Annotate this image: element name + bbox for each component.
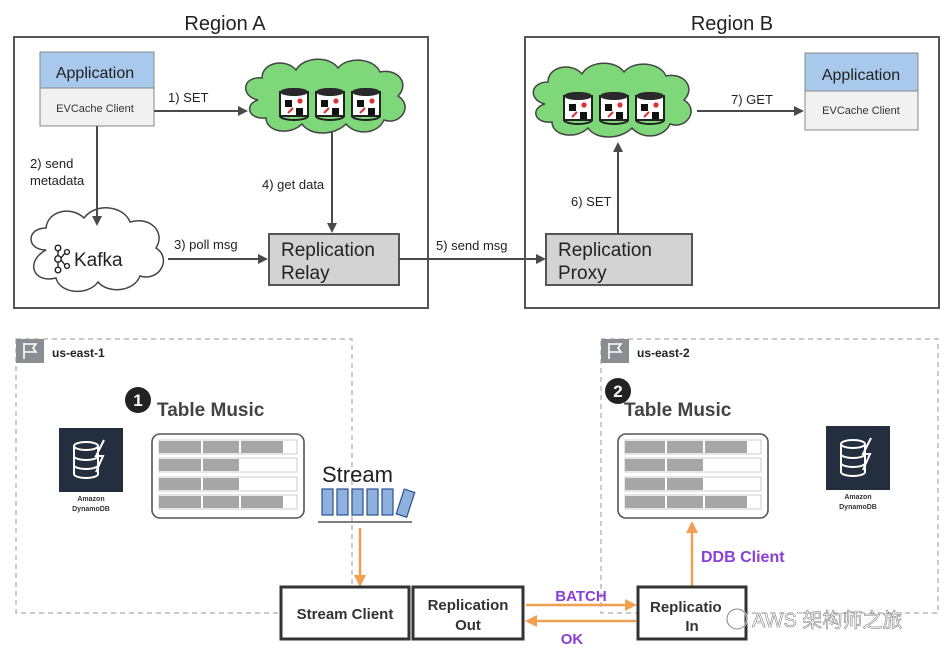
stream-client-label: Stream Client xyxy=(297,606,394,623)
table-music-title-right: Table Music xyxy=(624,400,732,421)
batch-label: BATCH xyxy=(555,588,606,605)
region-us-east-2-label: us-east-2 xyxy=(637,346,690,360)
evcache-client-b: EVCache Client xyxy=(822,105,900,117)
dynamodb-icon-left xyxy=(59,428,123,492)
evcache-cloud-b xyxy=(532,62,692,138)
table-music-card-left xyxy=(151,433,305,519)
step-2-number: 2 xyxy=(613,382,622,401)
kafka-icon xyxy=(54,244,71,274)
region-b-frame xyxy=(524,36,940,309)
edge-send-metadata-label-2: metadata xyxy=(30,173,85,188)
application-title-b: Application xyxy=(822,67,900,84)
edge-send-msg-label: 5) send msg xyxy=(436,238,508,253)
region-us-east-1-label: us-east-1 xyxy=(52,346,105,360)
replication-relay: Replication Relay xyxy=(268,233,400,286)
dynamodb-label-left-2: DynamoDB xyxy=(72,506,110,513)
evcache-client-a: EVCache Client xyxy=(56,103,134,115)
evcache-cloud-a xyxy=(245,58,406,134)
step-1-number: 1 xyxy=(133,391,142,410)
bottom-right-region: us-east-2 2 Table Music Amazon DynamoDB … xyxy=(600,338,939,614)
dynamodb-icon-right xyxy=(826,426,890,490)
region-b-title: Region B xyxy=(691,13,773,35)
replication-relay-line2: Relay xyxy=(281,263,330,284)
edge-set-b-label: 6) SET xyxy=(571,194,612,209)
replication-in-line1: Replicatio xyxy=(650,599,722,616)
region-a-frame xyxy=(13,36,429,309)
edge-poll-msg-label: 3) poll msg xyxy=(174,237,238,252)
ok-label: OK xyxy=(561,631,584,648)
kafka-cloud: Kafka xyxy=(30,207,165,292)
replication-proxy: Replication Proxy xyxy=(545,233,693,286)
bottom-left-region: us-east-1 1 Table Music Amazon DynamoDB … xyxy=(15,338,416,614)
stream-label: Stream xyxy=(322,462,393,487)
flag-glyph-right xyxy=(608,343,623,359)
watermark: AWS 架构师之旅 xyxy=(726,608,903,632)
replication-out-line1: Replication xyxy=(428,597,509,614)
dynamodb-label-right-1: Amazon xyxy=(844,494,871,501)
stream-icon xyxy=(318,488,416,523)
application-box-b: Application EVCache Client xyxy=(804,52,919,131)
application-box-a: Application EVCache Client xyxy=(39,51,155,127)
dynamodb-label-left-1: Amazon xyxy=(77,496,104,503)
stream-client-box: Stream Client xyxy=(279,585,411,641)
ddb-client-label: DDB Client xyxy=(701,549,785,566)
step-1-badge xyxy=(125,387,151,413)
replication-proxy-line1: Replication xyxy=(558,240,652,261)
flag-icon-right xyxy=(601,339,629,363)
dynamodb-label-right-2: DynamoDB xyxy=(839,504,877,511)
region-us-east-1-frame xyxy=(15,338,353,614)
table-music-title-left: Table Music xyxy=(157,400,265,421)
watermark-text: AWS 架构师之旅 xyxy=(752,609,902,632)
edge-get-data-label: 4) get data xyxy=(262,177,325,192)
region-a-title: Region A xyxy=(184,13,266,35)
replication-in-line2: In xyxy=(685,618,698,635)
flag-icon-left xyxy=(16,339,44,363)
replication-relay-line1: Replication xyxy=(281,240,375,261)
edge-set-a-label: 1) SET xyxy=(168,90,209,105)
replication-out-box: Replication Out xyxy=(411,585,525,641)
table-music-card-right xyxy=(617,433,769,519)
region-b: Region B Application EVCache Client Repl… xyxy=(524,13,940,309)
application-title-a: Application xyxy=(56,65,134,82)
kafka-label: Kafka xyxy=(74,250,123,271)
edge-send-metadata-label-1: 2) send xyxy=(30,156,73,171)
step-2-badge xyxy=(605,378,631,404)
region-us-east-2-frame xyxy=(600,338,939,614)
replication-proxy-line2: Proxy xyxy=(558,263,607,284)
replication-out-line2: Out xyxy=(455,617,481,634)
region-a: Region A Application EVCache Client xyxy=(13,13,429,309)
edge-get-b-label: 7) GET xyxy=(731,92,773,107)
flag-glyph-left xyxy=(23,343,38,359)
